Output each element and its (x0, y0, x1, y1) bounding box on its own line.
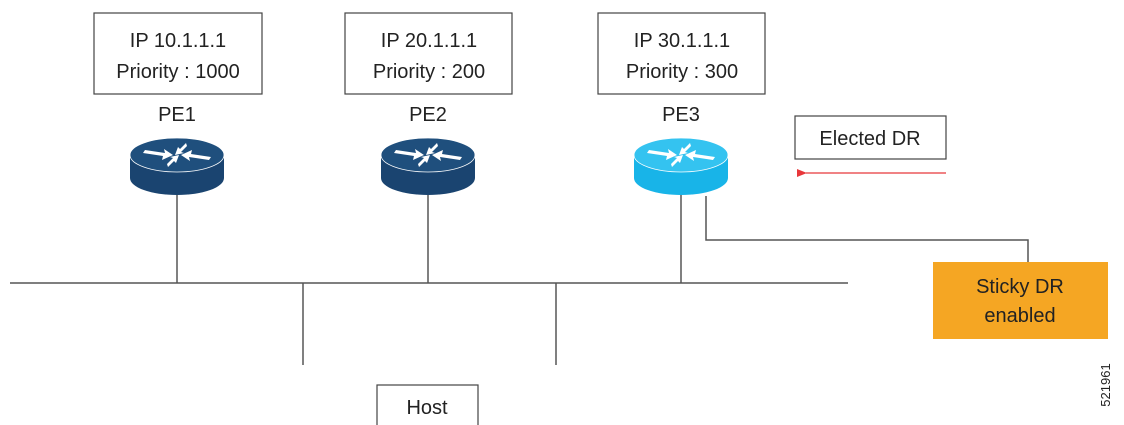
router-arrow (432, 150, 462, 161)
pe3-router-icon (633, 137, 729, 195)
router-arrow (679, 143, 691, 155)
router-top (380, 137, 476, 173)
sticky-dr-box: Sticky DR enabled (933, 262, 1108, 339)
router-top (633, 137, 729, 173)
router-arrow (426, 143, 438, 155)
pe3-label: PE3 (662, 104, 700, 126)
pe2-label: PE2 (409, 104, 447, 126)
router-arrow (418, 155, 430, 167)
sticky-dr-line1: Sticky DR (976, 276, 1064, 298)
elected-dr-callout: Elected DR (794, 115, 947, 160)
pe1-label: PE1 (158, 104, 196, 126)
router-arrow (685, 150, 715, 161)
host-label: Host (406, 397, 448, 419)
pe1-info-box: IP 10.1.1.1 Priority : 1000 (93, 12, 263, 95)
pe1-router-icon (129, 137, 225, 195)
router-arrow (167, 155, 179, 167)
router-top (129, 137, 225, 173)
router-arrow (175, 143, 187, 155)
pe1-priority: Priority : 1000 (116, 61, 239, 83)
host-box: Host (376, 384, 479, 425)
elected-dr-label: Elected DR (819, 128, 920, 150)
router-arrow (647, 149, 677, 160)
pe2-ip: IP 20.1.1.1 (381, 30, 477, 52)
pe3-priority: Priority : 300 (626, 61, 738, 83)
sticky-dr-line2: enabled (984, 305, 1055, 327)
pe2-priority: Priority : 200 (373, 61, 485, 83)
pe1-ip: IP 10.1.1.1 (130, 30, 226, 52)
router-arrow (143, 149, 173, 160)
figure-id: 521961 (1098, 363, 1113, 406)
router-arrow (394, 149, 424, 160)
pe3-ip: IP 30.1.1.1 (634, 30, 730, 52)
pe3-info-box: IP 30.1.1.1 Priority : 300 (597, 12, 766, 95)
sticky-dr-connector (705, 196, 1029, 262)
pe2-router-icon (380, 137, 476, 195)
router-arrow (671, 155, 683, 167)
pe2-info-box: IP 20.1.1.1 Priority : 200 (344, 12, 513, 95)
router-arrow (181, 150, 211, 161)
